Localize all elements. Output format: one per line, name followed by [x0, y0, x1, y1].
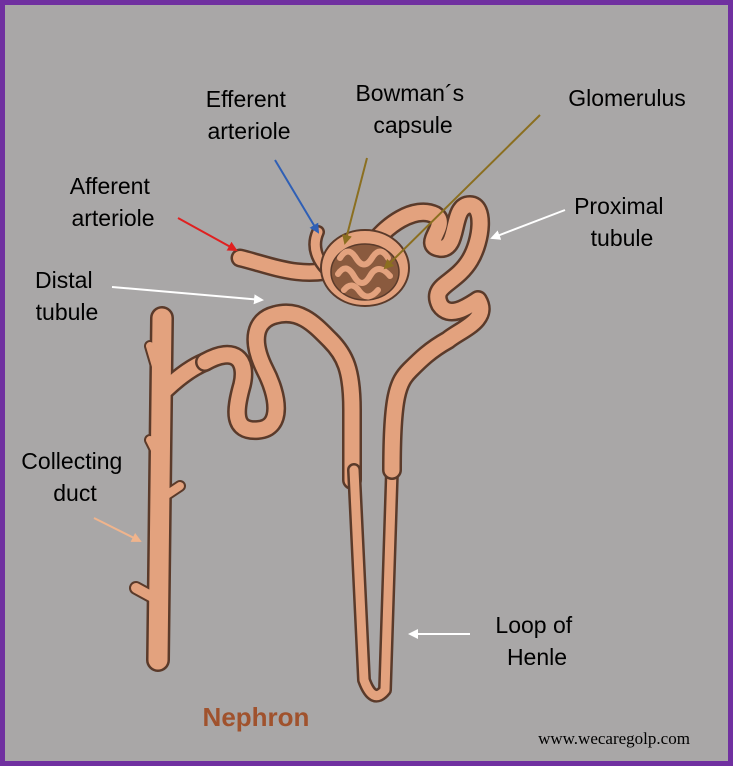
label-distal-tubule: Distal tubule	[35, 267, 99, 325]
label-bowmans-capsule: Bowman´s capsule	[355, 80, 470, 138]
label-glomerulus: Glomerulus	[568, 85, 686, 111]
label-loop-of-henle: Loop of Henle	[495, 612, 578, 670]
arrow-bowman	[342, 157, 368, 245]
label-afferent-arteriole: Afferent arteriole	[70, 173, 157, 231]
labels: Efferent arteriole Bowman´s capsule Glom…	[21, 80, 690, 748]
website-credit: www.wecaregolp.com	[538, 729, 690, 748]
arrow-collecting	[93, 517, 142, 542]
arrow-proximal	[490, 209, 566, 240]
label-proximal-tubule: Proximal tubule	[574, 193, 670, 251]
pointer-arrows	[93, 114, 566, 639]
distal-tubule-shape	[195, 303, 362, 490]
nephron-illustration	[129, 195, 491, 703]
loop-of-henle-shape	[347, 463, 399, 703]
diagram-title: Nephron	[203, 702, 310, 732]
arrow-glomerulus	[383, 114, 541, 270]
arrow-distal	[111, 286, 264, 305]
arrow-afferent	[177, 217, 238, 251]
glomerulus-shape	[335, 248, 393, 300]
proximal-tubule-shape	[360, 195, 491, 480]
label-collecting-duct: Collecting duct	[21, 448, 128, 506]
bowmans-capsule-shape	[320, 229, 410, 307]
arrow-efferent	[274, 159, 320, 234]
collecting-duct-shape	[129, 306, 215, 672]
label-efferent-arteriole: Efferent arteriole	[206, 86, 293, 144]
